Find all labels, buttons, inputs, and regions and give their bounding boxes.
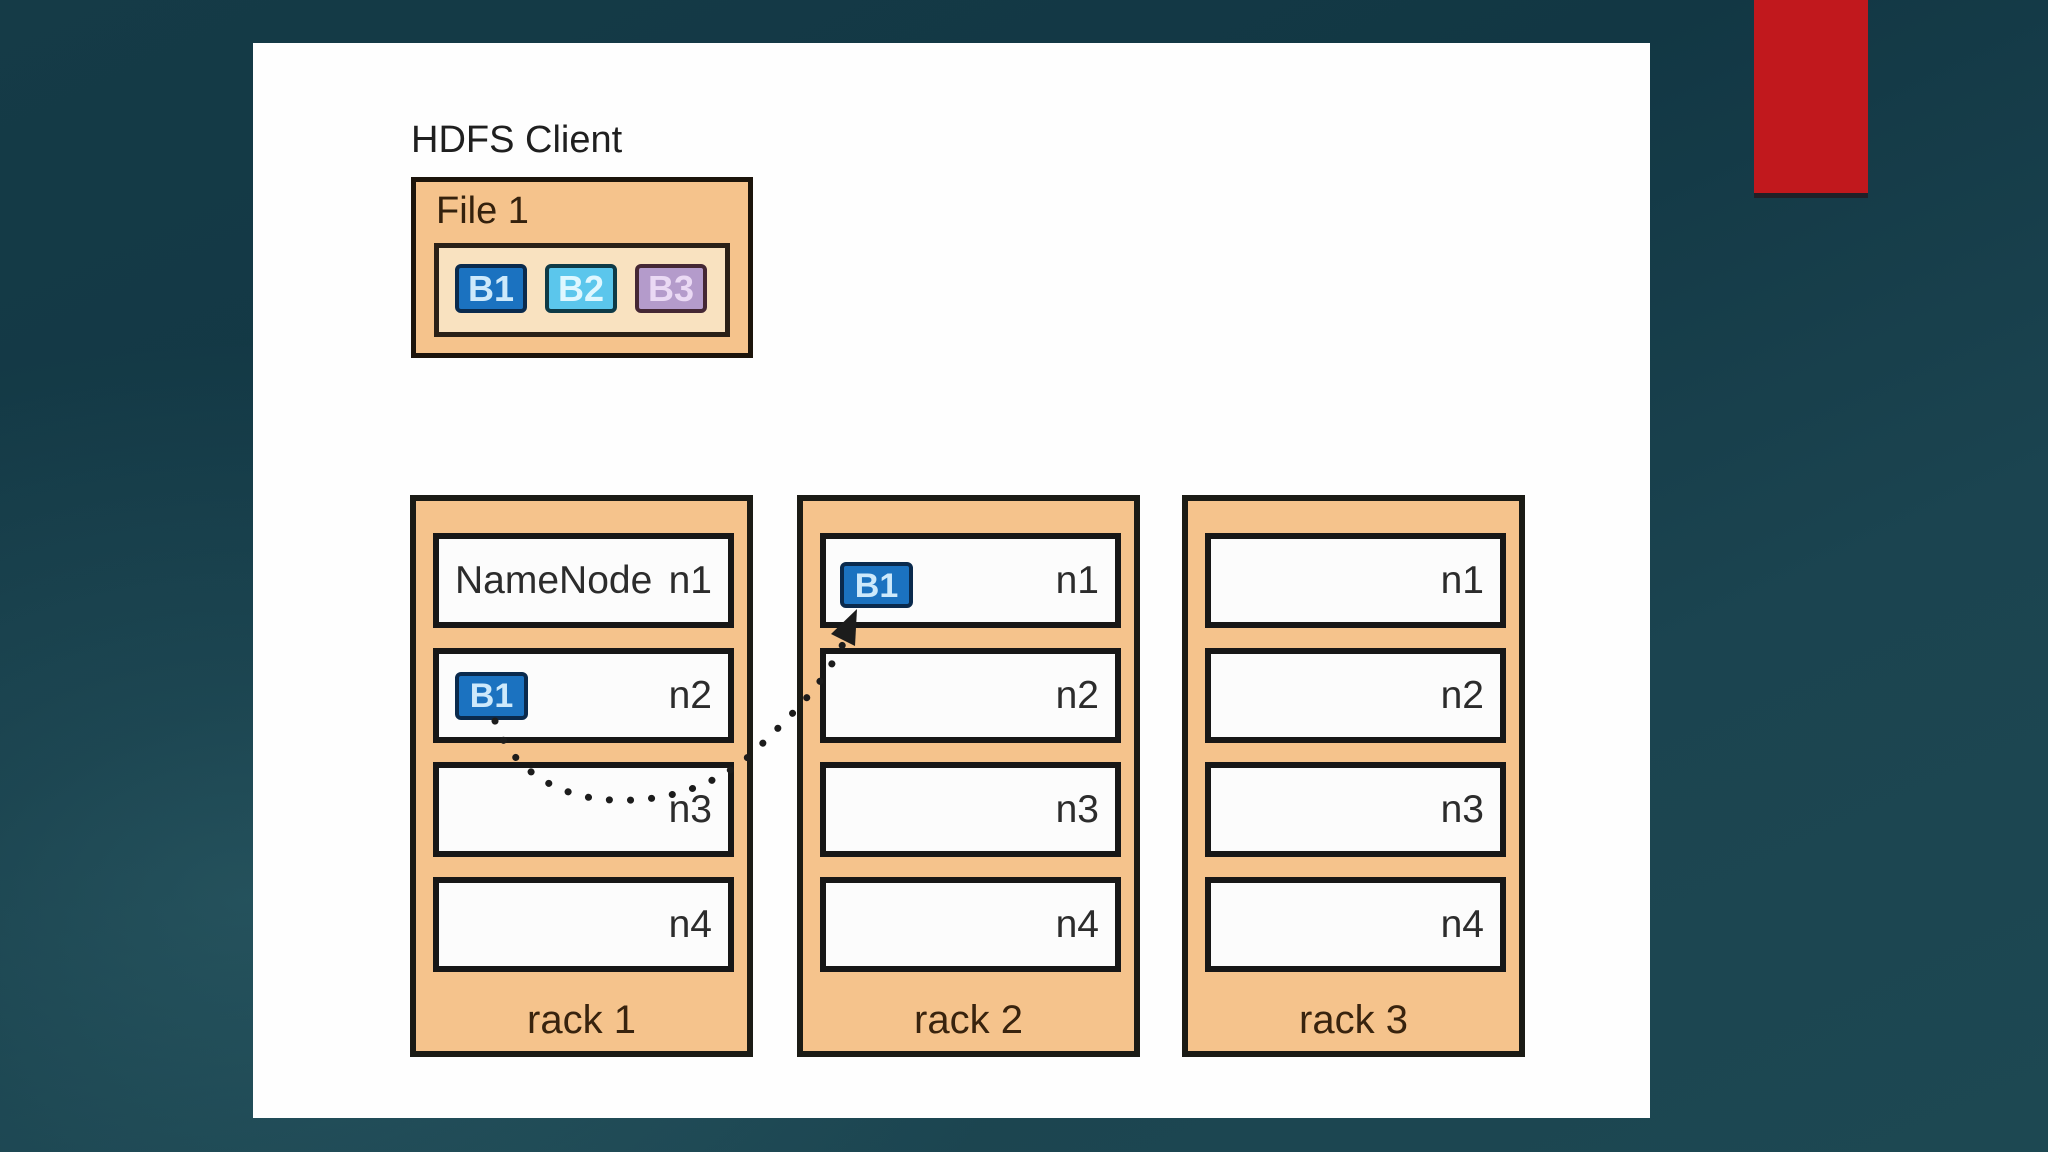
- node-label: n3: [668, 787, 712, 831]
- node-label: n1: [1440, 558, 1484, 602]
- rack1-node-n3: n3: [433, 762, 734, 857]
- rack2-node-n1: B1 n1: [820, 533, 1121, 628]
- rack-label: rack 1: [527, 998, 636, 1042]
- rack1-node-n4: n4: [433, 877, 734, 972]
- slide-canvas: HDFS Client File 1 B1 B2 B3 NameNode n1 …: [253, 43, 1650, 1118]
- replica-block-b1: B1: [455, 672, 528, 720]
- rack-3: n1 n2 n3 n4 rack 3: [1182, 495, 1525, 1057]
- rack2-node-n4: n4: [820, 877, 1121, 972]
- hdfs-client-box: File 1 B1 B2 B3: [411, 177, 753, 358]
- rack3-node-n4: n4: [1205, 877, 1506, 972]
- node-label: n3: [1055, 787, 1099, 831]
- replica-block-b1: B1: [840, 562, 913, 608]
- rack-label: rack 3: [1299, 998, 1408, 1042]
- rack1-node-n1: NameNode n1: [433, 533, 734, 628]
- node-label: n3: [1440, 787, 1484, 831]
- rack3-node-n2: n2: [1205, 648, 1506, 743]
- node-label: n4: [668, 902, 712, 946]
- node-label: n1: [668, 558, 712, 602]
- rack-label: rack 2: [914, 998, 1023, 1042]
- rack-1: NameNode n1 B1 n2 n3 n4 rack 1: [410, 495, 753, 1057]
- block-b3: B3: [635, 264, 707, 313]
- rack3-node-n3: n3: [1205, 762, 1506, 857]
- file-label: File 1: [436, 190, 529, 232]
- rack2-node-n2: n2: [820, 648, 1121, 743]
- node-label: n2: [1055, 673, 1099, 717]
- block-b1: B1: [455, 264, 527, 313]
- rack2-node-n3: n3: [820, 762, 1121, 857]
- node-label: n2: [668, 673, 712, 717]
- hdfs-client-title: HDFS Client: [411, 119, 623, 161]
- namenode-label: NameNode: [455, 558, 653, 602]
- rack3-node-n1: n1: [1205, 533, 1506, 628]
- node-label: n4: [1055, 902, 1099, 946]
- rack1-node-n2: B1 n2: [433, 648, 734, 743]
- node-label: n1: [1055, 558, 1099, 602]
- file-blocks-strip: B1 B2 B3: [434, 243, 730, 337]
- rack-2: B1 n1 n2 n3 n4 rack 2: [797, 495, 1140, 1057]
- block-b2: B2: [545, 264, 617, 313]
- node-label: n2: [1440, 673, 1484, 717]
- node-label: n4: [1440, 902, 1484, 946]
- red-accent-bar: [1754, 0, 1868, 193]
